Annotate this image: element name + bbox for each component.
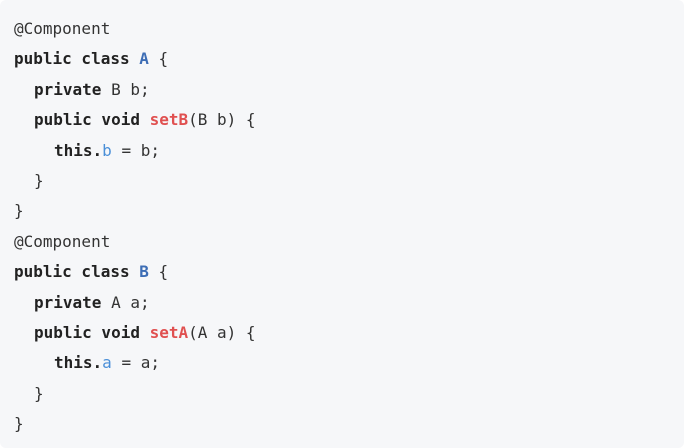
code-line: public void setB(B b) { — [14, 105, 684, 135]
keyword: public class — [14, 49, 140, 69]
annotation: @Component — [14, 231, 111, 251]
keyword: public class — [14, 262, 140, 282]
code-text: } — [34, 383, 44, 403]
code-line: } — [14, 196, 684, 226]
code-text: B b; — [101, 79, 150, 99]
code-text: = b; — [111, 140, 160, 160]
code-line: @Component — [14, 14, 684, 44]
code-text: (A a) { — [188, 322, 256, 342]
field-name: a — [102, 353, 112, 373]
class-name: A — [139, 49, 149, 69]
code-line: this.a = a; — [14, 348, 684, 378]
keyword: public void — [34, 110, 150, 130]
code-text: = a; — [111, 353, 160, 373]
code-line: public class A { — [14, 44, 684, 74]
code-line: private B b; — [14, 75, 684, 105]
keyword: public void — [34, 322, 150, 342]
code-line: } — [14, 166, 684, 196]
annotation: @Component — [14, 19, 111, 38]
code-text: (B b) { — [188, 110, 256, 130]
method-name: setA — [149, 322, 189, 342]
code-text: A a; — [101, 292, 150, 312]
field-name: b — [102, 140, 112, 160]
code-text: { — [148, 49, 169, 69]
code-line: private A a; — [14, 288, 684, 318]
method-name: setB — [149, 110, 189, 130]
code-line: } — [14, 409, 684, 439]
code-text: } — [14, 201, 24, 221]
keyword: this. — [54, 140, 103, 160]
code-line: public class B { — [14, 257, 684, 287]
keyword: private — [34, 292, 102, 312]
code-text: { — [148, 262, 169, 282]
keyword: private — [34, 79, 102, 99]
code-line: public void setA(A a) { — [14, 318, 684, 348]
code-line: @Component — [14, 227, 684, 257]
code-line: } — [14, 379, 684, 409]
code-text: } — [14, 414, 24, 434]
class-name: B — [139, 262, 149, 282]
keyword: this. — [54, 353, 103, 373]
code-text: } — [34, 170, 44, 190]
code-line: this.b = b; — [14, 136, 684, 166]
